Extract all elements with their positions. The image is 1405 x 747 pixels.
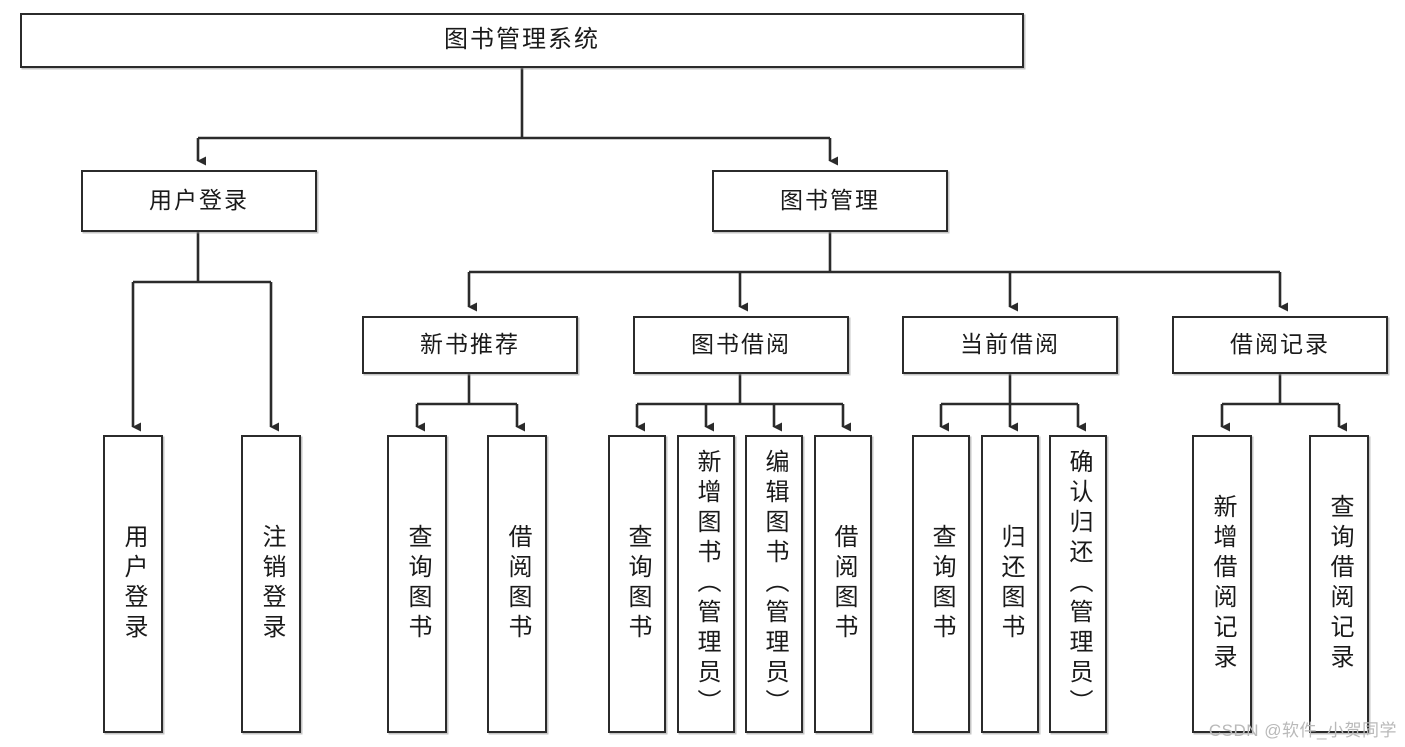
leaf-borrow-query-book-label: 查询图书 (624, 524, 651, 644)
leaf-newbook-query-book[interactable]: 查询图书 (387, 435, 447, 733)
leaf-borrow-edit-book-label: 编辑图书（管理员） (761, 449, 788, 719)
leaf-borrow-borrow-book[interactable]: 借阅图书 (814, 435, 872, 733)
node-new-book-recommend-label: 新书推荐 (420, 331, 520, 358)
leaf-current-return-book[interactable]: 归还图书 (981, 435, 1039, 733)
leaf-current-query-book-label: 查询图书 (928, 524, 955, 644)
leaf-record-query[interactable]: 查询借阅记录 (1309, 435, 1369, 733)
leaf-borrow-borrow-book-label: 借阅图书 (830, 524, 857, 644)
leaf-current-confirm-return-label: 确认归还（管理员） (1065, 449, 1092, 719)
node-book-borrow-label: 图书借阅 (691, 331, 791, 358)
node-current-borrow-label: 当前借阅 (960, 331, 1060, 358)
node-book-borrow[interactable]: 图书借阅 (633, 316, 849, 374)
leaf-borrow-add-book-label: 新增图书（管理员） (693, 449, 720, 719)
leaf-current-confirm-return[interactable]: 确认归还（管理员） (1049, 435, 1107, 733)
leaf-borrow-add-book[interactable]: 新增图书（管理员） (677, 435, 735, 733)
node-user-login-label: 用户登录 (149, 187, 249, 214)
leaf-borrow-edit-book[interactable]: 编辑图书（管理员） (745, 435, 803, 733)
leaf-record-add[interactable]: 新增借阅记录 (1192, 435, 1252, 733)
node-user-login[interactable]: 用户登录 (81, 170, 317, 232)
leaf-logout[interactable]: 注销登录 (241, 435, 301, 733)
node-root-system[interactable]: 图书管理系统 (20, 13, 1024, 68)
leaf-logout-label: 注销登录 (258, 524, 285, 644)
node-new-book-recommend[interactable]: 新书推荐 (362, 316, 578, 374)
leaf-record-query-label: 查询借阅记录 (1326, 494, 1353, 674)
leaf-current-query-book[interactable]: 查询图书 (912, 435, 970, 733)
node-current-borrow[interactable]: 当前借阅 (902, 316, 1118, 374)
node-book-management-label: 图书管理 (780, 187, 880, 214)
leaf-current-return-book-label: 归还图书 (997, 524, 1024, 644)
csdn-watermark: CSDN @软件_小贺同学 (1208, 721, 1397, 740)
leaf-record-add-label: 新增借阅记录 (1209, 494, 1236, 674)
leaf-newbook-query-book-label: 查询图书 (404, 524, 431, 644)
leaf-user-login[interactable]: 用户登录 (103, 435, 163, 733)
node-borrow-record[interactable]: 借阅记录 (1172, 316, 1388, 374)
leaf-user-login-label: 用户登录 (120, 524, 147, 644)
leaf-newbook-borrow-book[interactable]: 借阅图书 (487, 435, 547, 733)
node-borrow-record-label: 借阅记录 (1230, 331, 1330, 358)
node-root-system-label: 图书管理系统 (444, 26, 600, 54)
leaf-borrow-query-book[interactable]: 查询图书 (608, 435, 666, 733)
leaf-newbook-borrow-book-label: 借阅图书 (504, 524, 531, 644)
node-book-management[interactable]: 图书管理 (712, 170, 948, 232)
